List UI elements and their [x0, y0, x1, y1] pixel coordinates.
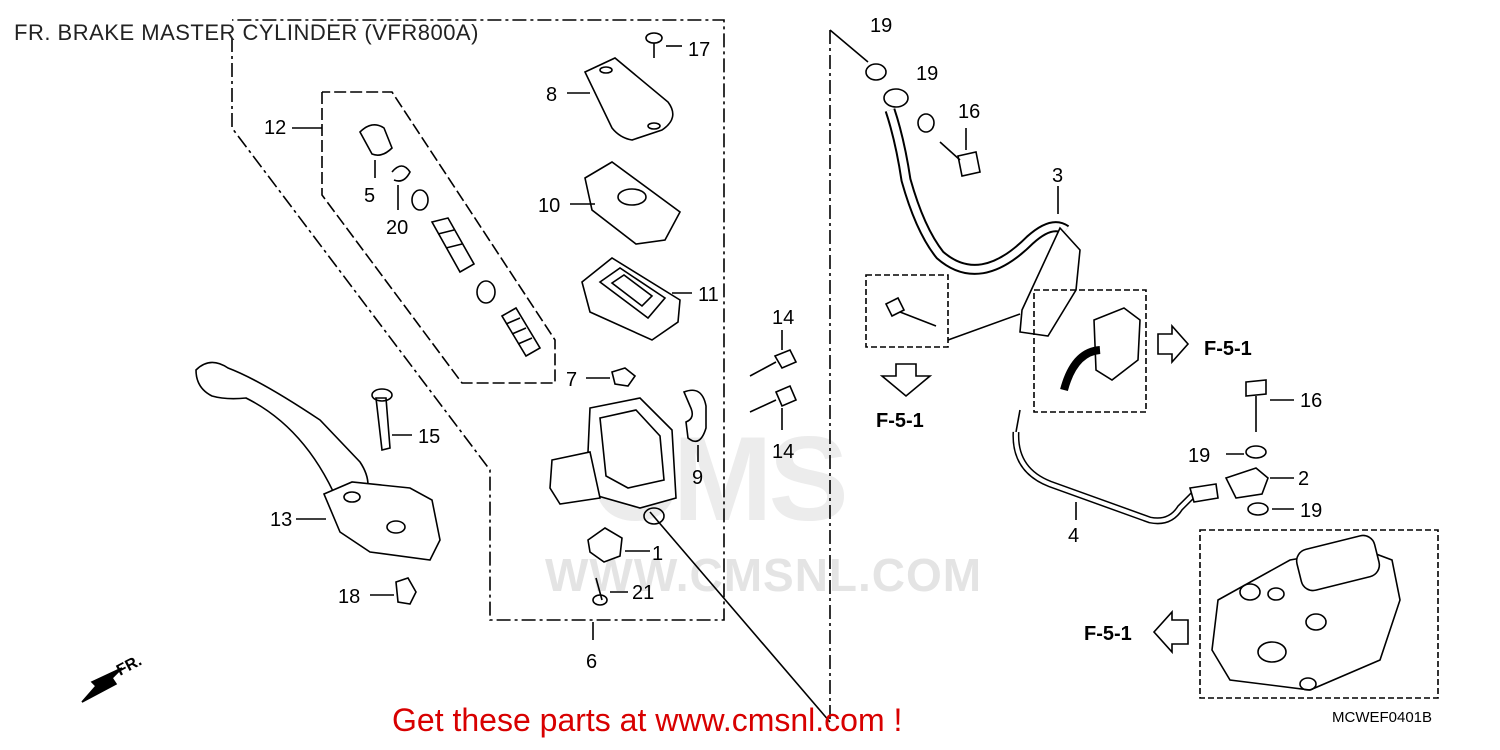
master-cylinder-body [549, 397, 677, 525]
callout-19: 19 [870, 15, 892, 37]
part-11-diaphragm [581, 257, 692, 341]
callout-7: 7 [566, 369, 577, 391]
callout-19: 19 [916, 63, 938, 85]
part-1-switch [587, 527, 650, 563]
part-2-union [1224, 467, 1294, 499]
leader-19-top [829, 29, 869, 63]
callout-21: 21 [632, 582, 654, 604]
part-15-pin [371, 388, 412, 451]
callout-4: 4 [1068, 525, 1079, 547]
joint-detail [1060, 307, 1141, 392]
part-16-bolt-lower [1245, 379, 1294, 432]
callout-6: 6 [586, 651, 597, 673]
callout-20: 20 [386, 217, 408, 239]
arrow-right-icon [1157, 323, 1190, 365]
part-21-screw [592, 577, 628, 606]
leader-bracket [947, 313, 1021, 341]
callout-3: 3 [1052, 165, 1063, 187]
leader-body [649, 511, 831, 723]
part-4-pipe [1012, 409, 1219, 525]
bolt-detail [884, 296, 937, 327]
callout-labels: 1234567891011121314141516161718191919192… [264, 15, 1322, 673]
callout-18: 18 [338, 586, 360, 608]
part-3-hose [865, 63, 1081, 337]
part-14-bolt-b [749, 384, 798, 430]
callout-14: 14 [772, 441, 794, 463]
part-5-boot [359, 124, 393, 178]
callout-8: 8 [546, 84, 557, 106]
abs-modulator [1211, 534, 1401, 691]
part-19-washer-a [1245, 445, 1267, 459]
part-16-bolt-top [939, 128, 981, 177]
callout-15: 15 [418, 426, 440, 448]
part-17-screw [645, 32, 682, 58]
arrow-left-icon [1152, 609, 1189, 655]
direction-label: FR. [114, 652, 145, 679]
piston [430, 217, 476, 274]
arrow-down-icon [879, 363, 933, 398]
reference-labels: F-5-1F-5-1F-5-1 [876, 338, 1252, 645]
part-8-cap [567, 57, 674, 141]
callout-10: 10 [538, 195, 560, 217]
callout-19: 19 [1300, 500, 1322, 522]
detail-box-abs [1199, 529, 1439, 699]
page-title: FR. BRAKE MASTER CYLINDER (VFR800A) [14, 20, 479, 45]
callout-5: 5 [364, 185, 375, 207]
part-20-circlip [391, 165, 429, 211]
part-18-nut [370, 577, 417, 605]
assembly-boundary-6 [231, 19, 725, 621]
part-13-lever [195, 361, 441, 561]
detail-box-bolt [865, 274, 949, 348]
ref-label-f-5-1: F-5-1 [876, 410, 924, 432]
callout-14: 14 [772, 307, 794, 329]
part-9-bracket [682, 389, 707, 462]
callout-11: 11 [698, 284, 719, 306]
part-10-plate [570, 161, 682, 245]
part-7-clip [586, 367, 637, 387]
assembly-boundary-12 [321, 91, 556, 384]
diagram-code: MCWEF0401B [1332, 709, 1433, 726]
callout-16: 16 [958, 101, 980, 123]
cup [476, 280, 496, 304]
footer-link-text[interactable]: Get these parts at www.cmsnl.com ! [392, 702, 903, 738]
part-14-bolt-a [749, 330, 798, 377]
ref-label-f-5-1: F-5-1 [1204, 338, 1252, 360]
ref-label-f-5-1: F-5-1 [1084, 623, 1132, 645]
detail-box-joint [1033, 289, 1147, 413]
callout-1: 1 [652, 543, 663, 565]
spring [500, 306, 542, 358]
part-19-washer [917, 113, 935, 133]
part-19-washer-b [1247, 502, 1269, 516]
callout-19: 19 [1188, 445, 1210, 467]
callout-12: 12 [264, 117, 286, 139]
callout-17: 17 [688, 39, 710, 61]
callout-13: 13 [270, 509, 292, 531]
callout-9: 9 [692, 467, 703, 489]
front-direction-icon [81, 667, 123, 703]
callout-2: 2 [1298, 468, 1309, 490]
callout-16: 16 [1300, 390, 1322, 412]
